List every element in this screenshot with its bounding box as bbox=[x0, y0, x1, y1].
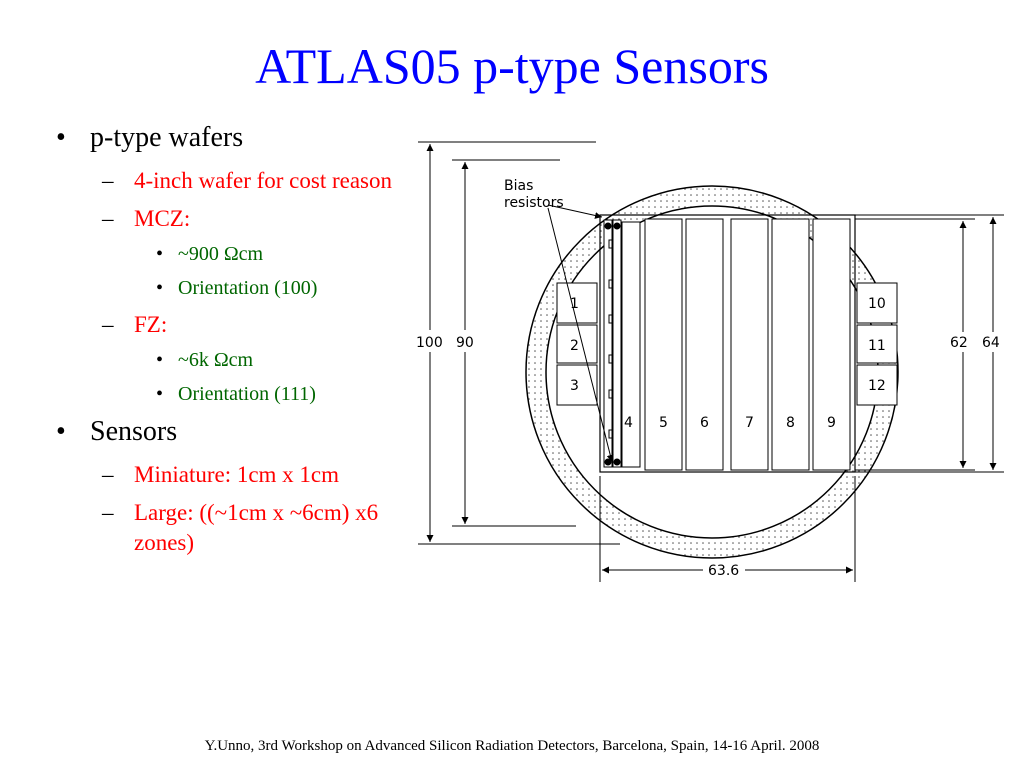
dimension-100: 100 bbox=[416, 141, 620, 545]
bullet-list: •p-type wafers –4-inch wafer for cost re… bbox=[48, 122, 418, 566]
large-sensor-5-label: 5 bbox=[659, 415, 668, 431]
mini-sensor-12-label: 12 bbox=[868, 378, 886, 394]
large-sensor-8-label: 8 bbox=[786, 415, 795, 431]
bias-label-line1: Bias bbox=[504, 178, 533, 194]
dim-100-label: 100 bbox=[416, 335, 443, 351]
large-sensor-6: 6 bbox=[685, 218, 724, 471]
bias-resistors-callout: Bias resistors bbox=[504, 178, 614, 463]
bullet-mcz-res: •~900 Ωcm bbox=[156, 243, 264, 265]
wafer-layout-diagram: 4 5 6 7 8 9 1 2 3 10 11 12 Bias resistor… bbox=[416, 141, 1004, 582]
bullet-mcz-res-text: ~900 Ωcm bbox=[178, 243, 264, 265]
bullet-fz-orient-text: Orientation (111) bbox=[178, 383, 316, 405]
bullet-fz-orient: •Orientation (111) bbox=[156, 383, 316, 405]
bullet-large-text: Large: ((~1cm x ~6cm) x6 zones) bbox=[134, 500, 379, 555]
slide-title: ATLAS05 p-type Sensors bbox=[255, 38, 769, 94]
bullet-fz-text: FZ: bbox=[134, 312, 168, 337]
dimension-64: 64 bbox=[855, 214, 1004, 473]
bullet-large: –Large: ((~1cm x ~6cm) x6 zones) bbox=[102, 500, 379, 555]
bullet-wafer-size: –4-inch wafer for cost reason bbox=[102, 168, 392, 193]
bullet-wafer-size-text: 4-inch wafer for cost reason bbox=[134, 168, 392, 193]
mini-sensor-3: 3 bbox=[556, 364, 598, 406]
sensor-frame bbox=[599, 214, 856, 473]
mini-sensor-3-label: 3 bbox=[570, 378, 579, 394]
bullet-miniature-text: Miniature: 1cm x 1cm bbox=[134, 462, 340, 487]
large-sensor-4-label: 4 bbox=[624, 415, 633, 431]
dim-62-label: 62 bbox=[950, 335, 968, 351]
bullet-fz-res: •~6k Ωcm bbox=[156, 349, 254, 371]
mini-sensor-1: 1 bbox=[556, 282, 598, 324]
mini-sensor-10-label: 10 bbox=[868, 296, 886, 312]
dim-90-label: 90 bbox=[456, 335, 474, 351]
mini-sensor-2-label: 2 bbox=[570, 338, 579, 354]
mini-sensor-12: 12 bbox=[856, 364, 898, 406]
bullet-mcz-orient-text: Orientation (100) bbox=[178, 277, 318, 299]
dimension-90: 90 bbox=[452, 159, 576, 527]
footer-citation: Y.Unno, 3rd Workshop on Advanced Silicon… bbox=[204, 738, 820, 754]
large-sensor-8: 8 bbox=[771, 218, 810, 471]
bullet-wafers-text: p-type wafers bbox=[90, 122, 244, 153]
dim-63-6-label: 63.6 bbox=[708, 563, 739, 579]
large-sensor-7: 7 bbox=[730, 218, 769, 471]
dim-64-label: 64 bbox=[982, 335, 1000, 351]
bullet-mcz: –MCZ: bbox=[102, 206, 191, 231]
dimension-62: 62 bbox=[855, 218, 975, 471]
bullet-sensors-text: Sensors bbox=[90, 416, 178, 447]
bullet-fz: –FZ: bbox=[102, 312, 168, 337]
dimension-63-6: 63.6 bbox=[599, 476, 856, 582]
bullet-sensors: •Sensors bbox=[56, 416, 178, 447]
mini-sensor-10: 10 bbox=[856, 282, 898, 324]
bias-resistor-strip bbox=[603, 219, 622, 468]
large-sensor-4: 4 bbox=[621, 221, 641, 468]
large-sensor-9-label: 9 bbox=[827, 415, 836, 431]
bias-label-line2: resistors bbox=[504, 195, 564, 211]
mini-sensor-1-label: 1 bbox=[570, 296, 579, 312]
bullet-miniature: –Miniature: 1cm x 1cm bbox=[102, 462, 340, 487]
mini-sensor-2: 2 bbox=[556, 324, 598, 364]
bullet-mcz-orient: •Orientation (100) bbox=[156, 277, 318, 299]
mini-sensor-11-label: 11 bbox=[868, 338, 886, 354]
large-sensor-9: 9 bbox=[812, 218, 851, 471]
bullet-fz-res-text: ~6k Ωcm bbox=[178, 349, 254, 371]
bullet-mcz-text: MCZ: bbox=[134, 206, 191, 231]
large-sensor-6-label: 6 bbox=[700, 415, 709, 431]
bullet-wafers: •p-type wafers bbox=[56, 122, 244, 153]
mini-sensor-11: 11 bbox=[856, 324, 898, 364]
large-sensor-7-label: 7 bbox=[745, 415, 754, 431]
large-sensor-5: 5 bbox=[644, 218, 683, 471]
